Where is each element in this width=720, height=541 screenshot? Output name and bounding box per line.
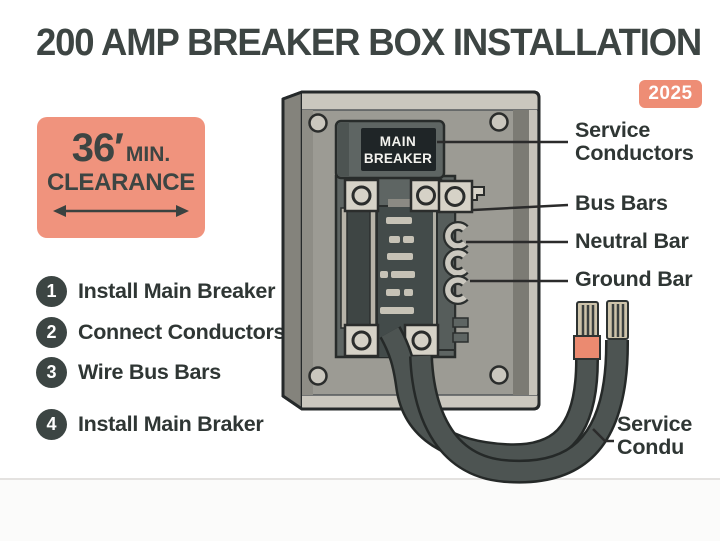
breaker-slots: [380, 217, 415, 314]
step-label: Install Main Breaker: [78, 279, 276, 303]
step-item-2: 2 Connect Conductors: [36, 317, 286, 348]
step-number-badge: 1: [36, 276, 67, 307]
callout-leader-lines: [437, 140, 569, 283]
cable-marker-band: [573, 335, 601, 360]
footer-strip: [0, 478, 720, 541]
screw-icon: [489, 365, 509, 385]
step-label: Connect Conductors: [78, 320, 286, 344]
screw-icon: [308, 366, 328, 386]
step-number-badge: 2: [36, 317, 67, 348]
breaker-slot-panel: [376, 205, 435, 328]
top-terminal-blocks: [343, 178, 485, 214]
step-number-badge: 3: [36, 357, 67, 388]
callout-neutral-bar: Neutral Bar: [575, 229, 689, 253]
clearance-number: 36′: [71, 126, 124, 170]
breaker-assembly: MAIN BREAKER: [334, 119, 485, 359]
step-item-1: 1 Install Main Breaker: [36, 276, 275, 307]
screw-icon: [308, 113, 328, 133]
page-title: 200 AMP BREAKER BOX INSTALLATION: [36, 22, 702, 64]
year-badge: 2025: [639, 80, 702, 108]
callout-ground-bar: Ground Bar: [575, 267, 693, 291]
conduit-leader-line: [592, 428, 614, 443]
main-breaker-label-line1: MAIN: [380, 134, 417, 149]
corner-screws: [308, 112, 509, 386]
screw-icon: [489, 112, 509, 132]
callout-service-conductors: Service Conductors: [575, 118, 694, 166]
step-label: Install Main Braker: [78, 412, 264, 436]
double-arrow-icon: [53, 205, 189, 217]
clearance-label: CLEARANCE: [47, 169, 195, 196]
bar-hooks: [442, 221, 469, 305]
main-breaker-label-plate: [361, 128, 436, 171]
step-label: Wire Bus Bars: [78, 360, 221, 384]
clearance-min-label: MIN.: [125, 143, 171, 166]
step-item-4: 4 Install Main Braker: [36, 409, 264, 440]
service-conduit-cables: [379, 326, 629, 484]
main-breaker-label-line2: BREAKER: [364, 151, 432, 166]
conductor-ends: [573, 300, 629, 360]
callout-service-conduit: Service Condu: [617, 412, 693, 460]
clearance-card: 36′MIN. CLEARANCE: [37, 117, 205, 238]
clearance-value: 36′MIN.: [37, 128, 205, 168]
callout-bus-bars: Bus Bars: [575, 191, 668, 215]
step-item-3: 3 Wire Bus Bars: [36, 357, 221, 388]
step-number-badge: 4: [36, 409, 67, 440]
